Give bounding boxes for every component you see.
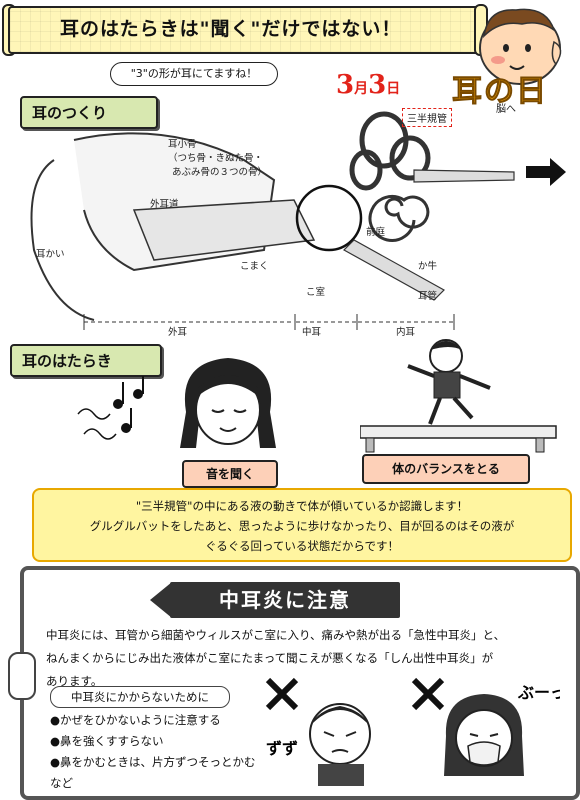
caution-title: 中耳炎に注意	[170, 582, 400, 618]
pencil-tip-icon	[150, 582, 172, 618]
otitis-description: 中耳炎には、耳管から細菌やウィルスがこ室に入り、痛みや熱が出る「急性中耳炎」と、…	[46, 624, 562, 693]
sfx-blow: ぶーっ	[517, 683, 560, 702]
balance-explanation-box: "三半規管"の中にある液の動きで体が傾いているか認識します！ グルグルバットをし…	[32, 488, 572, 562]
description-line-1: 中耳炎には、耳管から細菌やウィルスがこ室に入り、痛みや熱が出る「急性中耳炎」と、	[46, 628, 506, 642]
nose-blowing-girl-illustration: ぶーっ	[411, 677, 560, 776]
label-ossicles-note-1: （つち骨・きぬた骨・	[168, 153, 264, 164]
prevention-item: ●鼻をかむときは、片方ずつそっとかむ	[50, 755, 256, 769]
ear-structure-diagram	[30, 111, 566, 330]
girl-listening-illustration	[180, 358, 276, 448]
explanation-line-2: グルグルバットをしたあと、思ったように歩けなかったり、目が回るのはその液が	[89, 519, 515, 533]
body-balance-label: 体のバランスをとる	[362, 454, 530, 484]
ear-mascot-illustration	[479, 8, 562, 85]
date-label: 3月3日	[336, 70, 401, 100]
label-outer-ear: 外耳	[168, 327, 188, 338]
title-banner	[8, 6, 482, 54]
sfx-sniff: ずず	[266, 739, 298, 758]
description-line-2: ねんまくからにじみ出た液体がこ室にたまって聞こえが悪くなる「しん出性中耳炎」が	[46, 651, 494, 665]
boy-balancing-illustration	[360, 339, 557, 453]
prevention-item: ●かぜをひかないように注意する	[50, 713, 221, 727]
section-label-structure: 耳のつくり	[20, 96, 158, 129]
label-eustachian-tube: 耳管	[418, 291, 438, 302]
explanation-line-1: "三半規管"の中にある液の動きで体が傾いているか認識します！	[135, 499, 469, 513]
page-title: 耳のはたらきは"聞く"だけではない！	[60, 18, 402, 40]
prevention-list: ●かぜをひかないように注意する ●鼻を強くすすらない ●鼻をかむときは、片方ずつ…	[50, 710, 256, 794]
explanation-line-3: ぐるぐる回っている状態だからです！	[204, 539, 400, 553]
label-vestibule: 前庭	[366, 227, 386, 238]
label-middle-ear: 中耳	[302, 327, 322, 338]
section-label-function: 耳のはたらき	[10, 344, 162, 377]
label-eardrum: こまく	[240, 261, 269, 272]
label-to-brain: 脳へ	[496, 104, 516, 115]
clip-icon	[8, 652, 36, 700]
shape-callout: "3"の形が耳にてますね！	[110, 62, 278, 86]
description-line-3: あります。	[46, 674, 103, 688]
label-ossicles-note-2: あぶみ骨の３つの骨）	[172, 167, 268, 178]
prevention-item: など	[50, 776, 73, 790]
label-inner-ear: 内耳	[396, 327, 416, 338]
prevention-item: ●鼻を強くすすらない	[50, 734, 164, 748]
label-cochlea: か牛	[418, 261, 438, 272]
hear-sound-label: 音を聞く	[182, 460, 278, 488]
label-ossicles: 耳小骨	[168, 139, 197, 150]
label-ear-canal: 外耳道	[150, 199, 179, 210]
sniffing-boy-illustration: ずず	[265, 677, 371, 786]
music-notes-icon	[77, 376, 144, 440]
label-tympanic-cavity: こ室	[306, 287, 326, 298]
prevention-heading: 中耳炎にかからないために	[50, 686, 230, 708]
label-semicircular-canals: 三半規管	[402, 108, 452, 127]
label-auricle: 耳かい	[36, 249, 65, 260]
ear-day-title: 耳の日	[452, 74, 548, 110]
